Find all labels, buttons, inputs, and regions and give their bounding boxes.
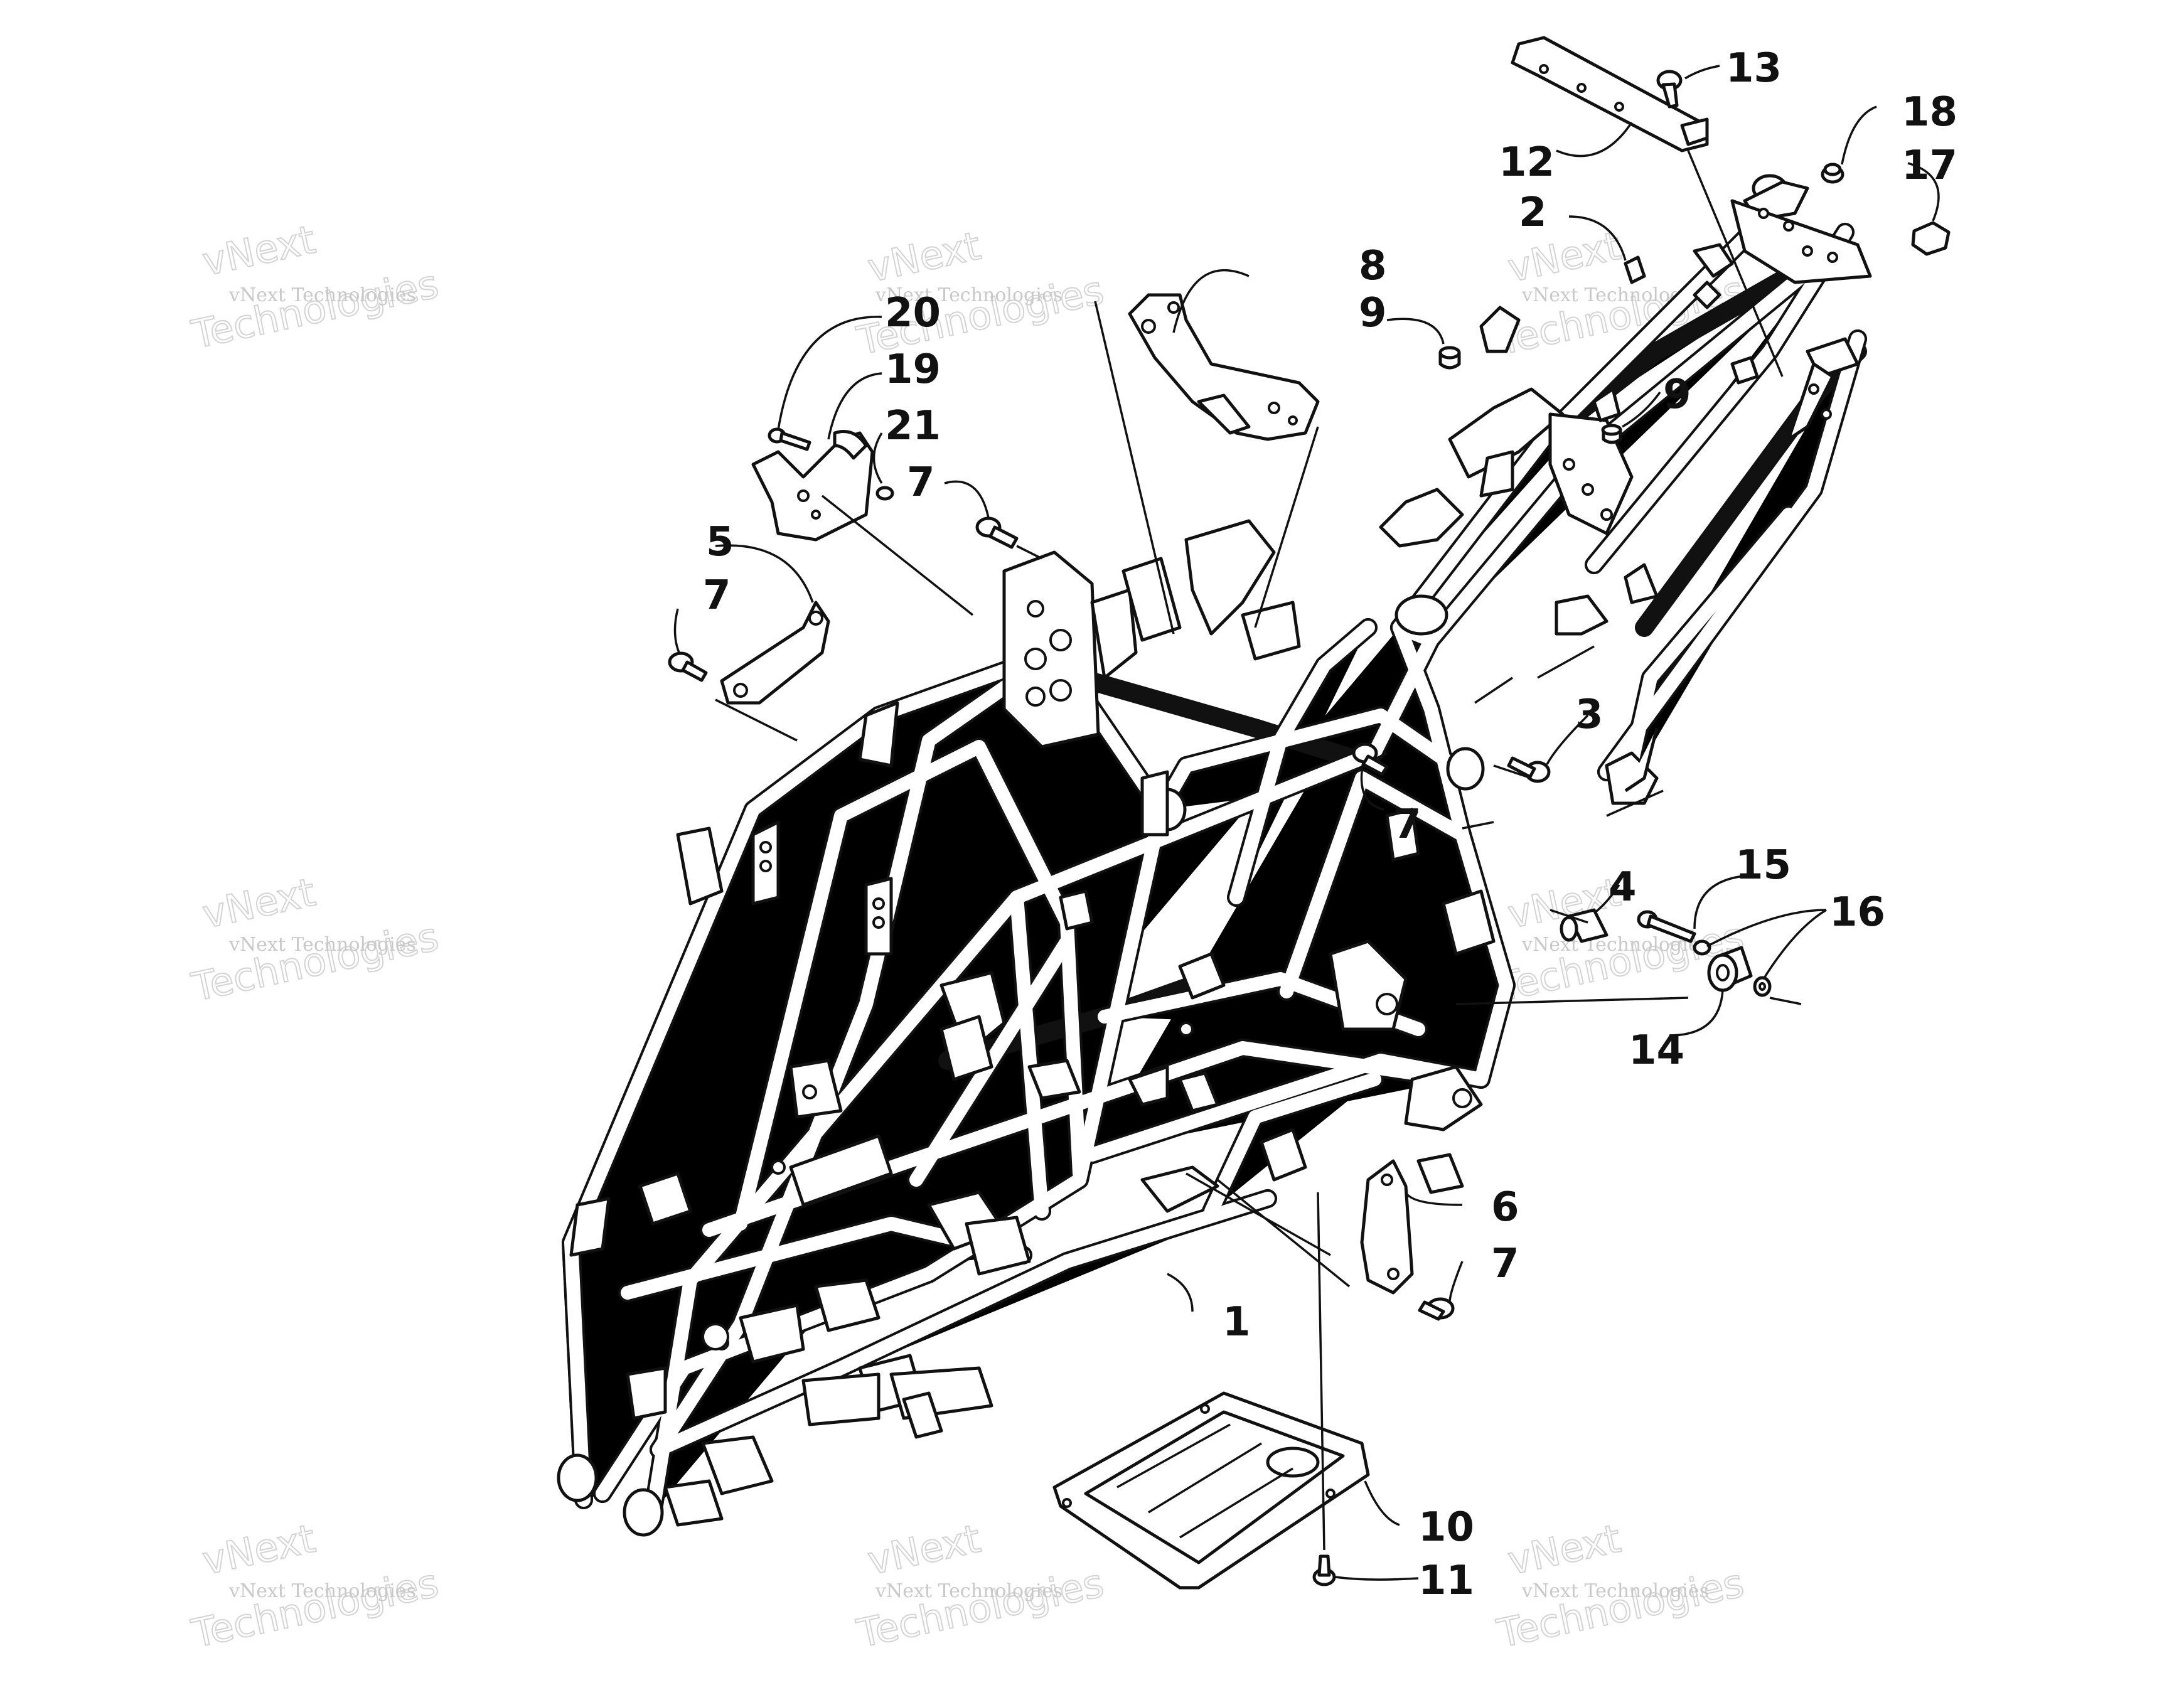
part-21-nut bbox=[875, 486, 894, 501]
callout-1: 1 bbox=[1223, 1299, 1251, 1345]
callout-4: 4 bbox=[1609, 864, 1637, 911]
callout-6: 6 bbox=[1491, 1184, 1519, 1231]
watermark-text: vNext bbox=[864, 1516, 984, 1584]
callout-20: 20 bbox=[885, 290, 941, 336]
callout-10: 10 bbox=[1418, 1504, 1474, 1551]
watermark-text: vNext Technologies bbox=[228, 934, 416, 956]
watermark-text: vNext bbox=[1504, 1516, 1624, 1584]
rear-subframe bbox=[1379, 180, 1872, 805]
part-20-screw bbox=[768, 427, 811, 451]
part-17-cap bbox=[1911, 221, 1951, 256]
part-16-washer bbox=[1693, 939, 1711, 956]
part-18-nut bbox=[1821, 163, 1844, 184]
callout-14: 14 bbox=[1629, 1027, 1684, 1074]
leader-lines bbox=[673, 65, 1940, 1581]
part-6-strap bbox=[1360, 1159, 1414, 1295]
watermark: vNext Technologies bbox=[187, 216, 443, 358]
watermark-text: vNext Technologies bbox=[1521, 1580, 1709, 1602]
watermark: vNext Technologies bbox=[852, 1515, 1108, 1657]
part-14-bushing bbox=[1707, 946, 1753, 992]
part-9-plug bbox=[1601, 424, 1622, 444]
callout-8: 8 bbox=[1359, 243, 1387, 289]
part-12-bracket bbox=[1511, 36, 1709, 152]
part-13-screw bbox=[1656, 70, 1683, 109]
part-7-bolt bbox=[1352, 742, 1389, 776]
part-19-clamp bbox=[751, 430, 874, 542]
part-9-plug bbox=[1438, 346, 1461, 370]
callout-12: 12 bbox=[1499, 139, 1555, 186]
watermark-text: vNext Technologies bbox=[875, 1580, 1063, 1602]
main-frame bbox=[557, 174, 1872, 1537]
part-7-bolt bbox=[975, 516, 1019, 549]
watermark-text: vNext bbox=[198, 217, 319, 285]
watermark-text: vNext bbox=[864, 223, 984, 291]
part-8-bracket bbox=[1128, 293, 1320, 441]
callout-7: 7 bbox=[907, 459, 935, 506]
part-7-bolt bbox=[668, 651, 708, 682]
part-7-bolt bbox=[1418, 1297, 1455, 1321]
callout-11: 11 bbox=[1418, 1558, 1474, 1604]
part-16-washer bbox=[1753, 976, 1772, 997]
callout-labels: 1 2 3 4 5 6 7 7 7 7 8 9 9 10 11 12 13 14… bbox=[703, 45, 1957, 1604]
callout-7: 7 bbox=[703, 572, 731, 619]
callout-17: 17 bbox=[1902, 142, 1957, 189]
watermark-text: vNext bbox=[198, 1516, 319, 1584]
watermark-text: vNext bbox=[198, 869, 319, 938]
part-5-strap bbox=[720, 601, 830, 705]
callout-9: 9 bbox=[1359, 290, 1387, 336]
callout-5: 5 bbox=[706, 519, 734, 565]
watermark-text: vNext Technologies bbox=[875, 284, 1063, 306]
part-3-bolt bbox=[1507, 756, 1551, 783]
watermark: vNext Technologies bbox=[1492, 1515, 1748, 1657]
callout-21: 21 bbox=[885, 403, 941, 449]
part-10-skid-plate bbox=[1052, 1391, 1370, 1590]
callout-3: 3 bbox=[1575, 692, 1603, 738]
watermark-text: vNext Technologies bbox=[228, 284, 416, 306]
part-15-bolt bbox=[1637, 910, 1696, 943]
callout-7: 7 bbox=[1491, 1241, 1519, 1287]
callout-18: 18 bbox=[1902, 89, 1957, 136]
callout-19: 19 bbox=[885, 346, 941, 393]
watermark: vNext Technologies bbox=[187, 869, 443, 1011]
callout-9: 9 bbox=[1663, 372, 1691, 418]
part-2-gusset bbox=[1624, 255, 1646, 284]
callout-16: 16 bbox=[1829, 889, 1885, 936]
watermark: vNext Technologies bbox=[187, 1515, 443, 1657]
callout-2: 2 bbox=[1519, 190, 1547, 236]
watermark: vNext Technologies bbox=[852, 222, 1108, 365]
callout-15: 15 bbox=[1735, 842, 1791, 889]
part-11-bolt bbox=[1312, 1554, 1336, 1586]
callout-7: 7 bbox=[1393, 801, 1421, 848]
callout-13: 13 bbox=[1726, 45, 1782, 92]
part-4-stud bbox=[1560, 908, 1609, 943]
frame-brackets bbox=[569, 519, 1496, 1527]
watermark-text: vNext Technologies bbox=[228, 1580, 416, 1602]
